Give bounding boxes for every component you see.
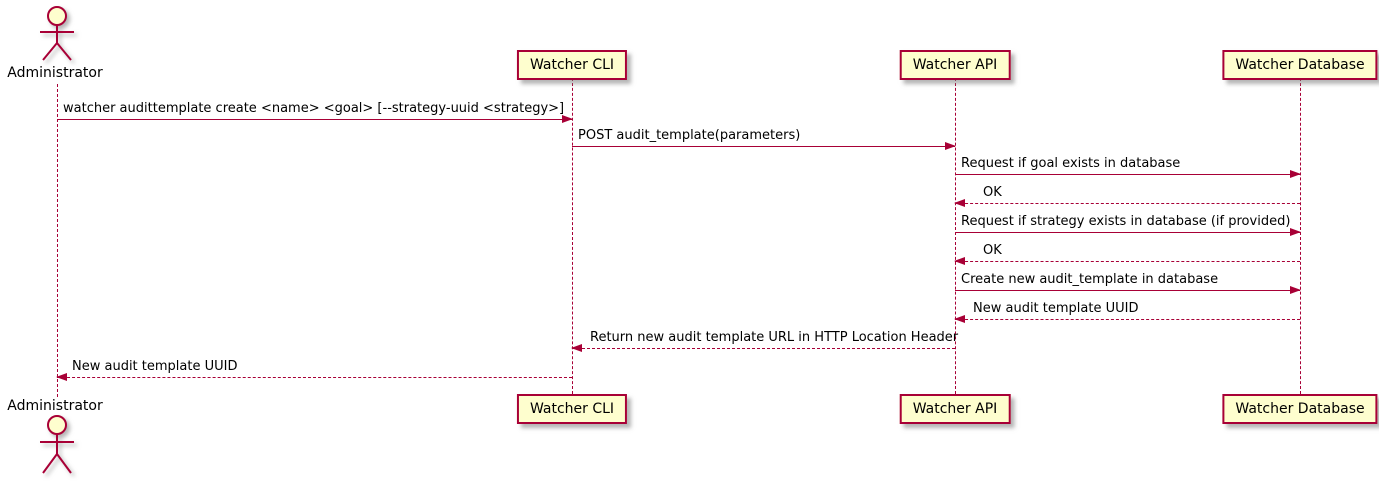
message-text: New audit template UUID bbox=[973, 301, 1139, 316]
message-line bbox=[57, 377, 572, 378]
arrowhead-right-icon bbox=[1290, 170, 1301, 178]
arrowhead-left-icon bbox=[954, 257, 965, 265]
message-line bbox=[955, 261, 1300, 262]
administrator-label-top: Administrator bbox=[7, 65, 103, 81]
participant-watcher-database-top: Watcher Database bbox=[1222, 50, 1378, 80]
administrator-label-bottom: Administrator bbox=[7, 398, 103, 414]
participant-watcher-database-bottom: Watcher Database bbox=[1222, 394, 1378, 424]
arrowhead-left-icon bbox=[954, 199, 965, 207]
message-line bbox=[955, 319, 1300, 320]
message-text: Request if goal exists in database bbox=[961, 156, 1181, 171]
message-text: watcher audittemplate create <name> <goa… bbox=[63, 101, 565, 116]
participant-watcher-api-bottom: Watcher API bbox=[899, 394, 1011, 424]
participant-watcher-api-top: Watcher API bbox=[899, 50, 1011, 80]
arrowhead-right-icon bbox=[1290, 228, 1301, 236]
message-line bbox=[955, 203, 1300, 204]
arrowhead-right-icon bbox=[945, 142, 956, 150]
message-text: OK bbox=[983, 243, 1002, 258]
participant-watcher-cli-bottom: Watcher CLI bbox=[516, 394, 628, 424]
message-line bbox=[955, 232, 1300, 233]
lifeline-watcher-api bbox=[955, 78, 956, 394]
message-line bbox=[57, 119, 572, 120]
arrowhead-left-icon bbox=[56, 373, 67, 381]
administrator-actor-icon bbox=[40, 6, 74, 61]
administrator-actor-icon-bottom bbox=[40, 415, 74, 474]
participant-watcher-cli-top: Watcher CLI bbox=[516, 50, 628, 80]
lifeline-administrator bbox=[57, 84, 58, 397]
message-line bbox=[955, 290, 1300, 291]
arrowhead-right-icon bbox=[1290, 286, 1301, 294]
message-line bbox=[572, 146, 955, 147]
lifeline-watcher-database bbox=[1300, 78, 1301, 394]
message-text: POST audit_template(parameters) bbox=[578, 128, 801, 143]
message-text: Request if strategy exists in database (… bbox=[961, 214, 1291, 229]
arrowhead-left-icon bbox=[954, 315, 965, 323]
message-text: New audit template UUID bbox=[72, 359, 238, 374]
message-text: Create new audit_template in database bbox=[961, 272, 1219, 287]
message-text: Return new audit template URL in HTTP Lo… bbox=[590, 330, 959, 345]
lifeline-watcher-cli bbox=[572, 78, 573, 394]
arrowhead-left-icon bbox=[571, 344, 582, 352]
message-text: OK bbox=[983, 185, 1002, 200]
arrowhead-right-icon bbox=[562, 115, 573, 123]
message-line bbox=[572, 348, 955, 349]
message-line bbox=[955, 174, 1300, 175]
